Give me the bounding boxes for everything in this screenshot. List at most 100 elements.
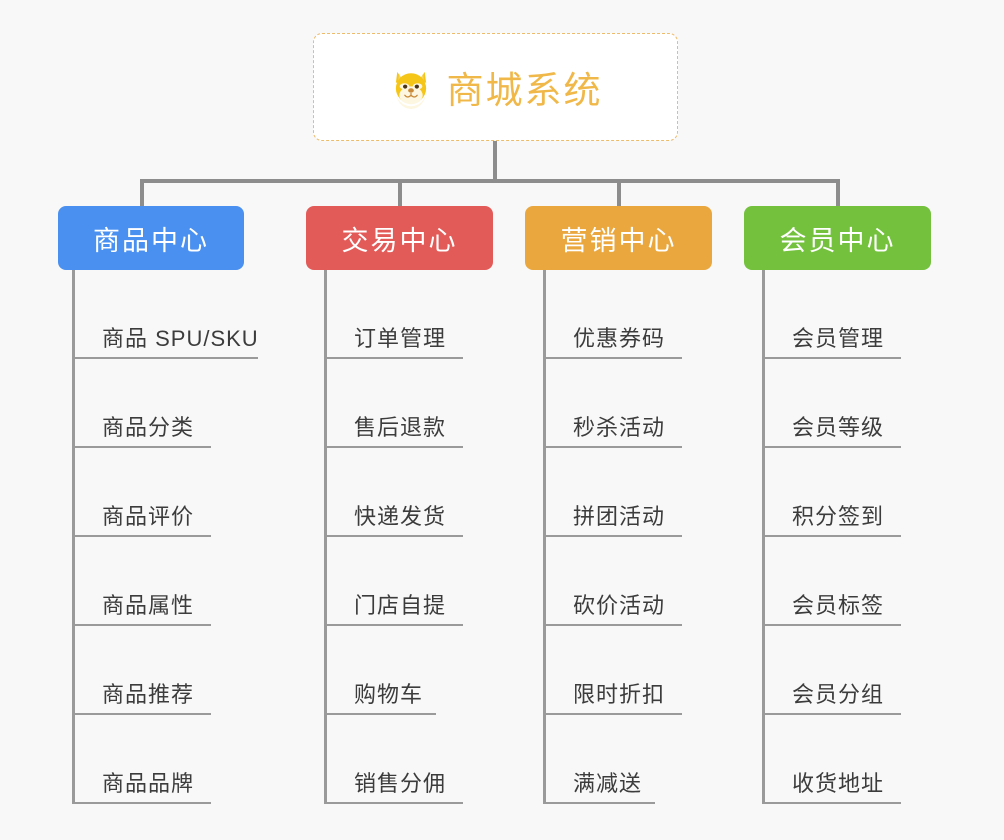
- leaf-item-inner: 商品属性: [102, 588, 194, 626]
- leaf-item-underline: [543, 713, 682, 715]
- connector-rail-4: [762, 270, 765, 804]
- leaf-item-label: 收货地址: [792, 771, 885, 796]
- connector-rail-1: [72, 270, 75, 804]
- leaf-item-label: 会员管理: [792, 326, 885, 351]
- connector-rail-2: [324, 270, 327, 804]
- leaf-item-underline: [324, 713, 436, 715]
- leaf-item-label: 优惠券码: [573, 326, 666, 351]
- leaf-item-label: 商品属性: [102, 593, 195, 618]
- branch-column-4: 会员中心会员管理会员等级积分签到会员标签会员分组收货地址: [744, 206, 931, 804]
- leaf-item[interactable]: 会员标签: [744, 537, 931, 626]
- leaf-list: 订单管理售后退款快递发货门店自提购物车销售分佣: [306, 270, 493, 804]
- leaf-item-inner: 销售分佣: [354, 766, 446, 804]
- leaf-item-inner: 积分签到: [792, 499, 884, 537]
- leaf-item-inner: 商品评价: [102, 499, 194, 537]
- leaf-item-underline: [72, 535, 211, 537]
- leaf-item-underline: [543, 357, 682, 359]
- leaf-item-inner: 收货地址: [792, 766, 884, 804]
- leaf-item-inner: 满减送: [573, 766, 642, 804]
- root-node-shop-system[interactable]: 商城系统: [313, 33, 678, 141]
- leaf-item[interactable]: 订单管理: [306, 270, 493, 359]
- leaf-item-underline: [543, 535, 682, 537]
- connector-root-stem: [493, 141, 497, 182]
- leaf-item[interactable]: 砍价活动: [525, 537, 712, 626]
- leaf-item-inner: 购物车: [354, 677, 423, 715]
- leaf-item[interactable]: 积分签到: [744, 448, 931, 537]
- leaf-item[interactable]: 商品分类: [58, 359, 244, 448]
- leaf-item-underline: [324, 802, 463, 804]
- leaf-list: 会员管理会员等级积分签到会员标签会员分组收货地址: [744, 270, 931, 804]
- leaf-item[interactable]: 会员等级: [744, 359, 931, 448]
- leaf-item[interactable]: 会员管理: [744, 270, 931, 359]
- leaf-item-label: 售后退款: [354, 415, 447, 440]
- leaf-item-label: 砍价活动: [573, 593, 666, 618]
- leaf-item[interactable]: 快递发货: [306, 448, 493, 537]
- leaf-item[interactable]: 商品推荐: [58, 626, 244, 715]
- leaf-item[interactable]: 满减送: [525, 715, 712, 804]
- shiba-dog-face-icon: [389, 65, 433, 109]
- leaf-item-underline: [72, 713, 211, 715]
- leaf-item-inner: 砍价活动: [573, 588, 665, 626]
- leaf-item-inner: 优惠券码: [573, 321, 665, 359]
- connector-drop-2: [398, 179, 402, 206]
- leaf-item-underline: [762, 357, 901, 359]
- leaf-item-inner: 拼团活动: [573, 499, 665, 537]
- leaf-item[interactable]: 商品评价: [58, 448, 244, 537]
- branch-column-2: 交易中心订单管理售后退款快递发货门店自提购物车销售分佣: [306, 206, 493, 804]
- leaf-item[interactable]: 商品属性: [58, 537, 244, 626]
- leaf-item-label: 拼团活动: [573, 504, 666, 529]
- category-label: 会员中心: [779, 225, 896, 256]
- leaf-list: 商品 SPU/SKU 商品分类商品评价商品属性商品推荐商品品牌: [58, 270, 258, 804]
- leaf-item-label: 限时折扣: [573, 682, 666, 707]
- leaf-item[interactable]: 售后退款: [306, 359, 493, 448]
- leaf-item-label: 商品品牌: [102, 771, 195, 796]
- leaf-item-inner: 秒杀活动: [573, 410, 665, 448]
- connector-drop-4: [836, 179, 840, 206]
- leaf-item-underline: [72, 446, 211, 448]
- leaf-item-underline: [324, 357, 463, 359]
- branch-column-3: 营销中心优惠券码秒杀活动拼团活动砍价活动限时折扣满减送: [525, 206, 712, 804]
- connector-rail-3: [543, 270, 546, 804]
- leaf-item[interactable]: 门店自提: [306, 537, 493, 626]
- connector-horizontal-bus: [140, 179, 840, 183]
- leaf-item-label: 商品分类: [102, 415, 195, 440]
- category-label: 商品中心: [93, 225, 209, 256]
- category-box-3[interactable]: 营销中心: [525, 206, 712, 270]
- leaf-item[interactable]: 限时折扣: [525, 626, 712, 715]
- leaf-item-underline: [762, 713, 901, 715]
- connector-drop-1: [140, 179, 144, 206]
- leaf-item-inner: 商品推荐: [102, 677, 194, 715]
- leaf-item-inner: 会员分组: [792, 677, 884, 715]
- leaf-item-label: 购物车: [354, 682, 424, 707]
- leaf-item[interactable]: 收货地址: [744, 715, 931, 804]
- leaf-item-label: 会员标签: [792, 593, 885, 618]
- leaf-item-label: 订单管理: [354, 326, 447, 351]
- category-box-4[interactable]: 会员中心: [744, 206, 931, 270]
- category-box-1[interactable]: 商品中心: [58, 206, 244, 270]
- leaf-item[interactable]: 秒杀活动: [525, 359, 712, 448]
- leaf-item-label: 会员分组: [792, 682, 885, 707]
- leaf-item[interactable]: 拼团活动: [525, 448, 712, 537]
- leaf-item-label: 秒杀活动: [573, 415, 666, 440]
- leaf-item-underline: [762, 535, 901, 537]
- leaf-item-inner: 门店自提: [354, 588, 446, 626]
- leaf-item[interactable]: 商品品牌: [58, 715, 244, 804]
- leaf-item[interactable]: 购物车: [306, 626, 493, 715]
- leaf-item[interactable]: 优惠券码: [525, 270, 712, 359]
- leaf-item[interactable]: 会员分组: [744, 626, 931, 715]
- leaf-list: 优惠券码秒杀活动拼团活动砍价活动限时折扣满减送: [525, 270, 712, 804]
- leaf-item-inner: 快递发货: [354, 499, 446, 537]
- leaf-item[interactable]: 商品 SPU/SKU: [58, 270, 258, 359]
- leaf-item-label: 积分签到: [792, 504, 885, 529]
- leaf-item-inner: 商品 SPU/SKU: [102, 321, 259, 359]
- category-box-2[interactable]: 交易中心: [306, 206, 493, 270]
- leaf-item-underline: [762, 446, 901, 448]
- leaf-item-inner: 会员管理: [792, 321, 884, 359]
- leaf-item-underline: [72, 624, 211, 626]
- leaf-item-inner: 订单管理: [354, 321, 446, 359]
- root-node-title: 商城系统: [446, 70, 603, 111]
- leaf-item-underline: [72, 802, 211, 804]
- leaf-item[interactable]: 销售分佣: [306, 715, 493, 804]
- leaf-item-label: 商品 SPU/SKU: [102, 326, 259, 351]
- branch-column-1: 商品中心商品 SPU/SKU 商品分类商品评价商品属性商品推荐商品品牌: [58, 206, 258, 804]
